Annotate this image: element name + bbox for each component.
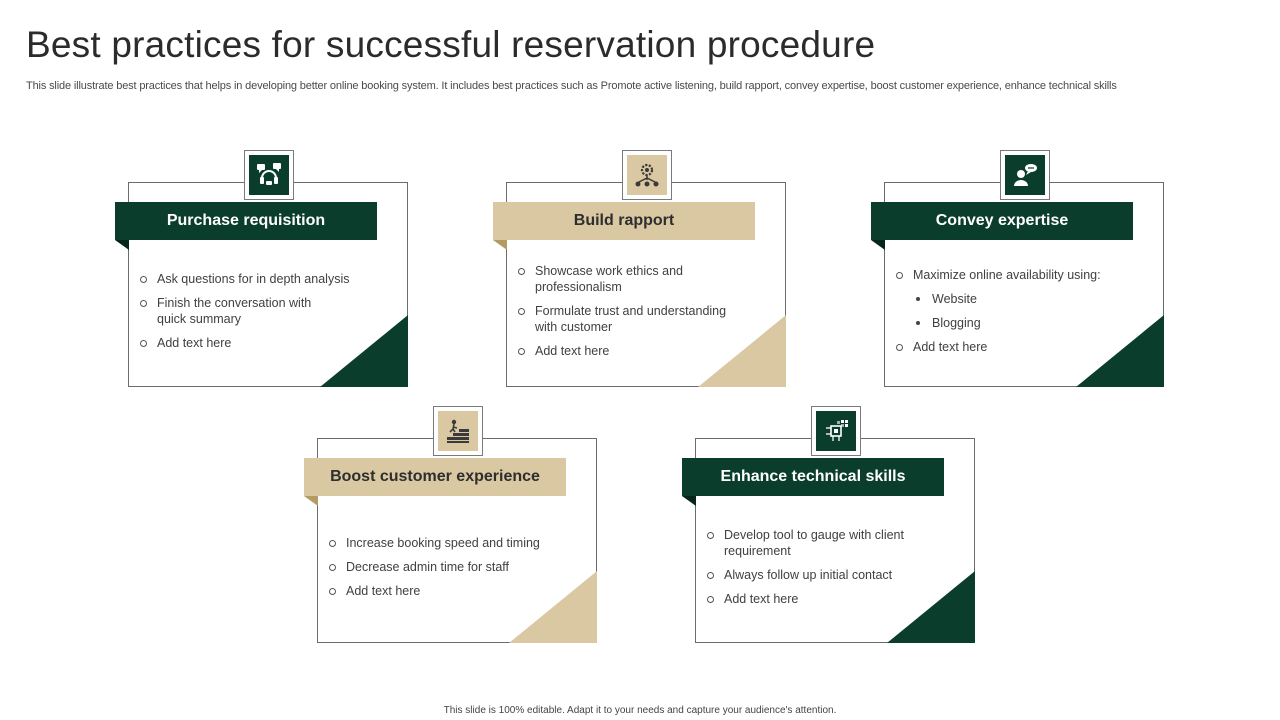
list-item: Develop tool to gauge with client requir… [706,527,924,559]
list-item: Add text here [328,583,568,599]
card-heading: Convey expertise [871,202,1133,240]
card-icon-frame [244,150,294,200]
card-heading: Purchase requisition [115,202,377,240]
list-item: Add text here [895,339,1135,355]
banner-fold [493,240,507,250]
list-item: Formulate trust and understanding with c… [517,303,745,335]
gear-network-icon [635,163,659,187]
list-item: Showcase work ethics and professionalism [517,263,725,295]
person-climbing-stairs-icon [447,419,469,443]
banner-fold [682,496,696,506]
user-speech-icon [1014,164,1037,186]
card-enhance-technical-skills: Enhance technical skills Develop tool to… [682,406,975,643]
slide-subtitle: This slide illustrate best practices tha… [26,80,1117,92]
card-heading: Enhance technical skills [682,458,944,496]
list-subitem: Website [895,291,1135,307]
card-list: Ask questions for in depth analysis Fini… [139,271,379,359]
card-icon-frame [433,406,483,456]
card-list: Increase booking speed and timing Decrea… [328,535,568,607]
banner-fold [115,240,129,250]
card-icon-frame [1000,150,1050,200]
headset-chat-icon [257,163,281,185]
list-subitem: Blogging [895,315,1135,331]
card-boost-customer-experience: Boost customer experience Increase booki… [304,406,597,643]
list-item: Ask questions for in depth analysis [139,271,379,287]
banner-fold [871,240,885,250]
list-item: Add text here [139,335,379,351]
list-item: Maximize online availability using: [895,267,1135,283]
circuit-hand-icon [826,420,848,441]
card-icon-frame [811,406,861,456]
card-heading: Boost customer experience [304,458,566,496]
card-list: Develop tool to gauge with client requir… [706,527,946,615]
card-icon-frame [622,150,672,200]
banner-fold [304,496,318,506]
card-purchase-requisition: Purchase requisition Ask questions for i… [115,150,408,387]
slide-title: Best practices for successful reservatio… [26,24,876,65]
list-item: Finish the conversation with quick summa… [139,295,327,327]
card-convey-expertise: Convey expertise Maximize online availab… [871,150,1164,387]
list-item: Add text here [517,343,757,359]
card-heading: Build rapport [493,202,755,240]
list-item: Add text here [706,591,946,607]
list-item: Always follow up initial contact [706,567,946,583]
card-build-rapport: Build rapport Showcase work ethics and p… [493,150,786,387]
list-item: Increase booking speed and timing [328,535,568,551]
slide-footer: This slide is 100% editable. Adapt it to… [443,705,837,716]
list-item: Decrease admin time for staff [328,559,568,575]
card-list: Maximize online availability using: Webs… [895,267,1135,363]
card-list: Showcase work ethics and professionalism… [517,263,757,367]
